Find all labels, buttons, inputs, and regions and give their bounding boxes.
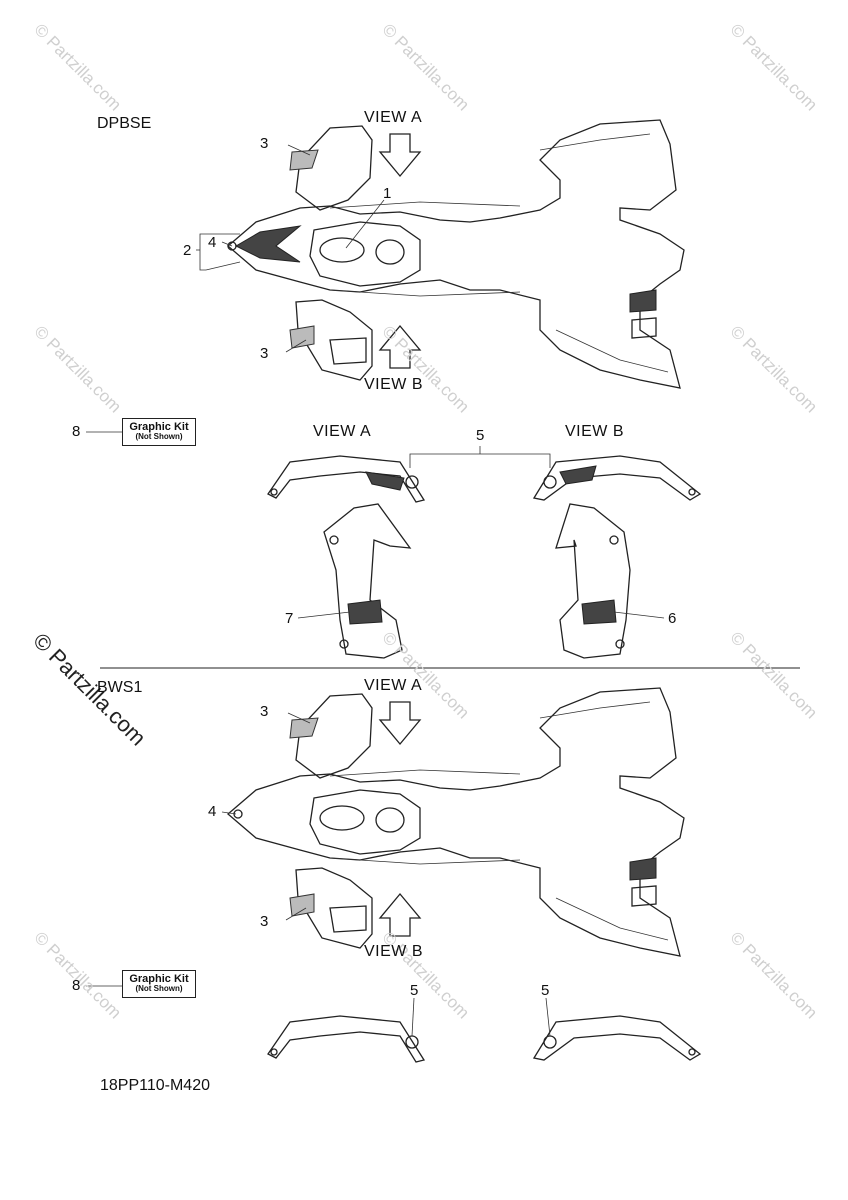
callout-3: 3 (260, 913, 269, 930)
graphic-kit-note: (Not Shown) (135, 432, 183, 442)
callout-5: 5 (476, 427, 485, 444)
figure-code: 18PP110-M420 (100, 1077, 210, 1094)
callout-6: 6 (668, 610, 677, 627)
side-panels-bottom (267, 997, 702, 1063)
callout-1: 1 (383, 185, 392, 202)
sub-view-a-label: VIEW A (313, 423, 372, 440)
view-b-label: VIEW B (364, 376, 424, 393)
graphic-kit-note: (Not Shown) (135, 984, 183, 994)
callout-2: 2 (183, 242, 192, 259)
graphic-kit-title: Graphic Kit (129, 973, 189, 985)
view-a-label: VIEW A (364, 677, 423, 694)
callout-4: 4 (208, 234, 217, 251)
callout-7: 7 (285, 610, 294, 627)
callout-5: 5 (541, 982, 550, 999)
callout-3: 3 (260, 345, 269, 362)
callout-4: 4 (208, 803, 217, 820)
callout-5: 5 (410, 982, 419, 999)
tank-covers-top (86, 431, 665, 659)
callout-3: 3 (260, 135, 269, 152)
graphic-kit-box: Graphic Kit (Not Shown) (122, 418, 196, 446)
view-b-label: VIEW B (364, 943, 424, 960)
callout-3: 3 (260, 703, 269, 720)
view-a-label: VIEW A (364, 109, 423, 126)
callout-8: 8 (72, 423, 81, 440)
sub-view-b-label: VIEW B (565, 423, 625, 440)
model-code-bottom: BWS1 (97, 679, 143, 696)
callout-8: 8 (72, 977, 81, 994)
atv-body-bottom (86, 687, 685, 987)
side-panels-top (267, 446, 702, 503)
graphic-kit-box: Graphic Kit (Not Shown) (122, 970, 196, 998)
model-code-top: DPBSE (97, 115, 152, 132)
atv-body-top (196, 119, 685, 389)
graphic-kit-title: Graphic Kit (129, 421, 189, 433)
